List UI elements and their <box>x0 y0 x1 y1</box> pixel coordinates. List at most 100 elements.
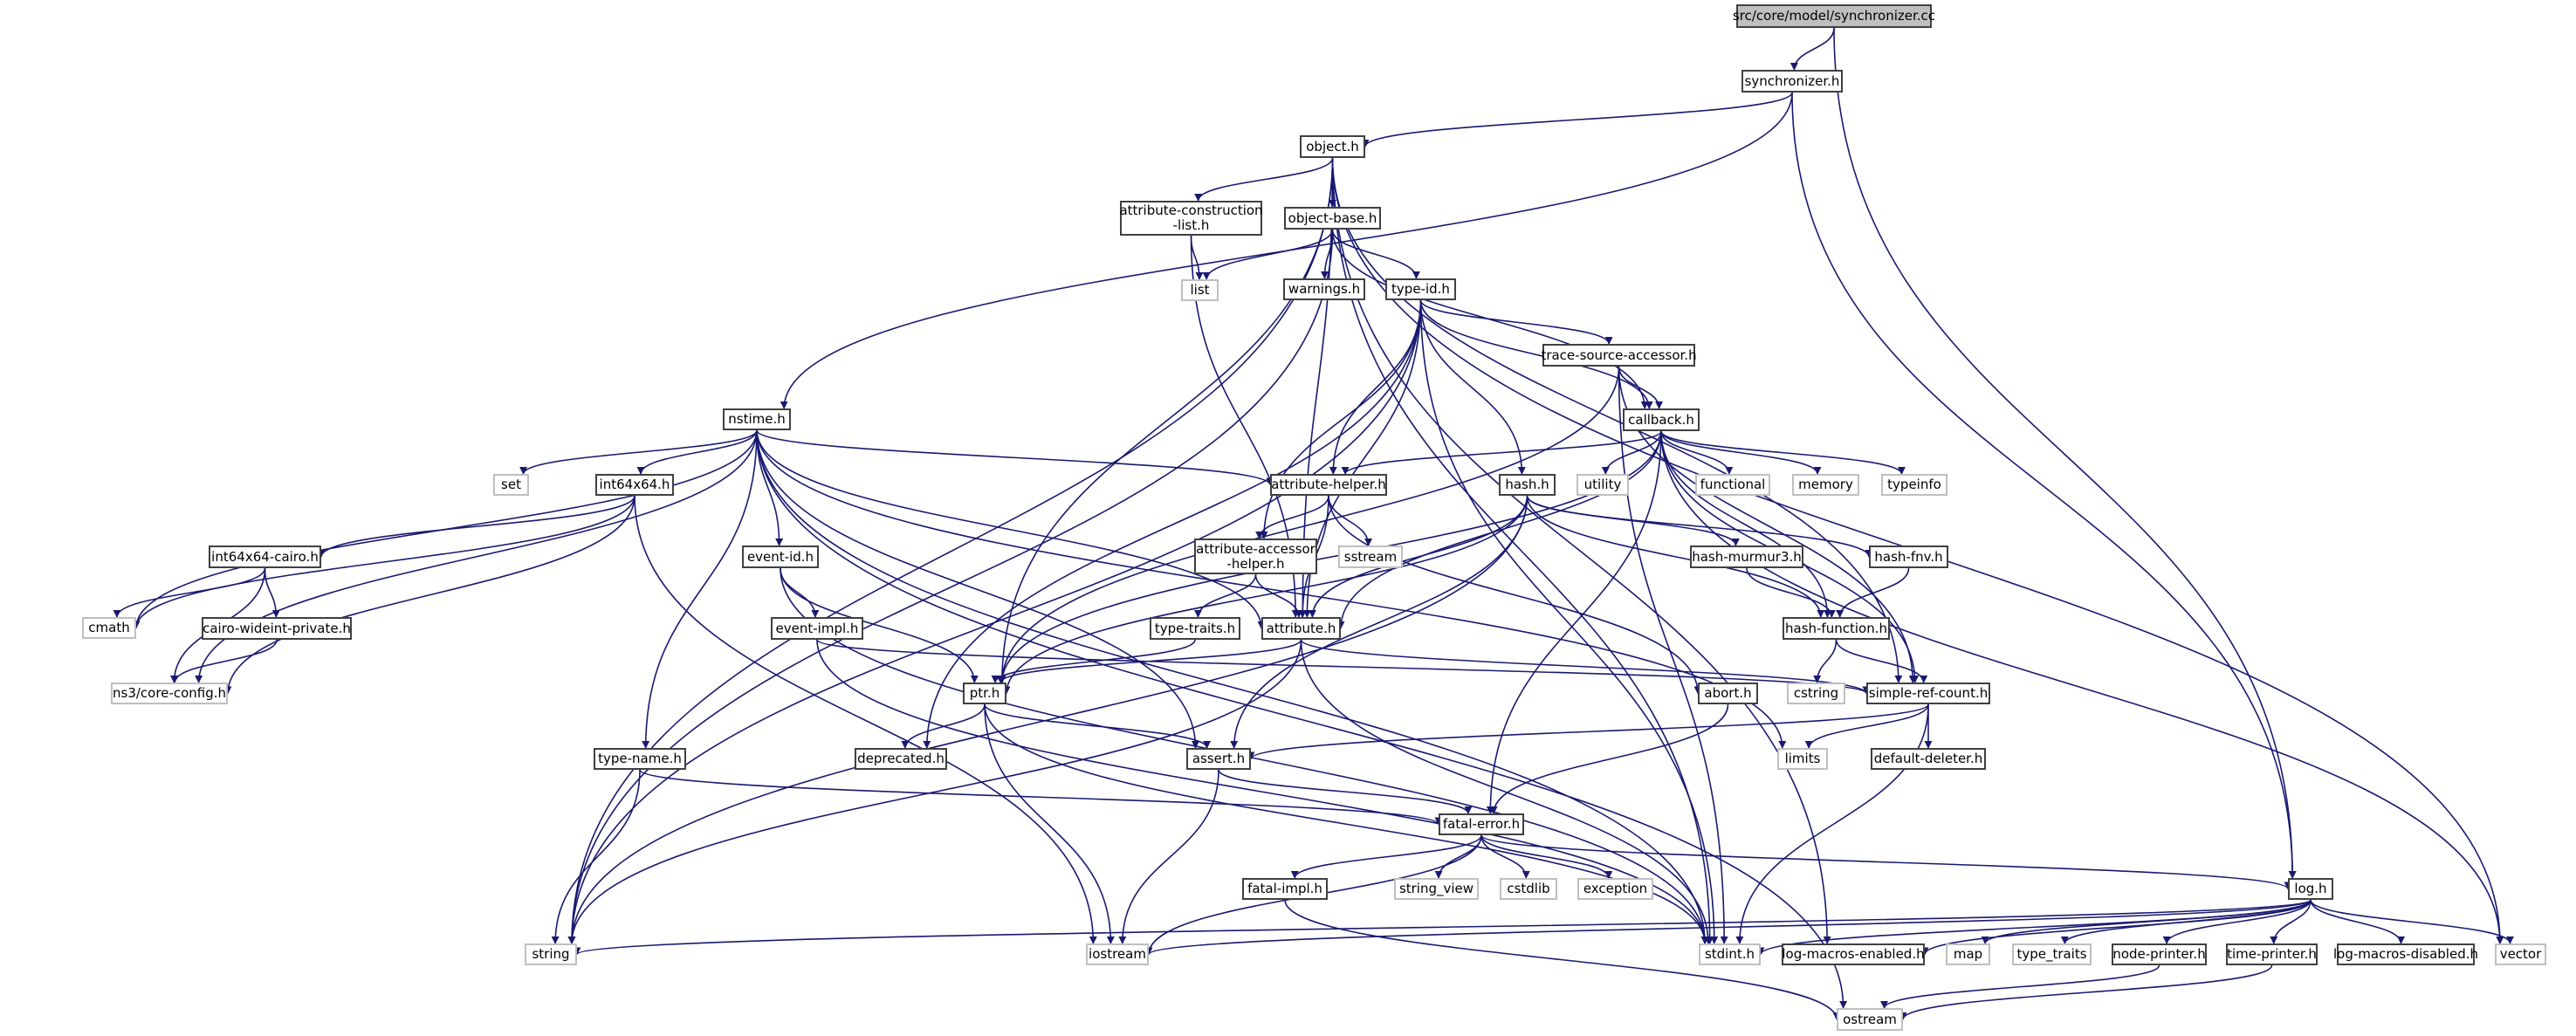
edge-abort-h-to-fatal-error-h <box>1489 703 1729 814</box>
edge-time-printer-h-to-ostream <box>1899 964 2273 1020</box>
node-utility[interactable]: utility <box>1577 474 1629 496</box>
node-iostream[interactable]: iostream <box>1086 943 1149 965</box>
node-int64x64-h[interactable]: int64x64.h <box>595 474 674 496</box>
node-ptr-h[interactable]: ptr.h <box>963 683 1006 704</box>
edge-type-id-h-to-attribute-h <box>1302 299 1422 618</box>
edge-fatal-error-h-to-log-h <box>1480 834 2292 890</box>
node-event-impl-h[interactable]: event-impl.h <box>771 617 863 640</box>
node-ns3-core-config-h[interactable]: ns3/core-config.h <box>111 683 228 704</box>
edge-log-h-to-time-printer-h <box>2270 899 2312 944</box>
edge-simple-ref-count-h-to-assert-h <box>1247 703 1929 760</box>
node-cstdlib[interactable]: cstdlib <box>1500 878 1557 900</box>
edge-nstime-h-to-type-name-h <box>642 429 758 749</box>
node-time-printer-h[interactable]: time-printer.h <box>2226 943 2318 965</box>
node-abort-h[interactable]: abort.h <box>1698 683 1758 704</box>
edge-log-h-to-node-printer-h <box>2162 899 2312 944</box>
node-cairo-wideint-private-h[interactable]: cairo-wideint-private.h <box>202 617 352 640</box>
node-attribute-construction-list-h[interactable]: attribute-construction -list.h <box>1119 201 1263 236</box>
node-default-deleter-h[interactable]: default-deleter.h <box>1871 748 1986 770</box>
edge-object-base-h-to-type-id-h <box>1331 229 1420 279</box>
edge-assert-h-to-fatal-error-h <box>1218 769 1473 814</box>
edge-int64x64-cairo-h-to-cmath <box>113 567 266 618</box>
node-deprecated-h[interactable]: deprecated.h <box>855 748 947 770</box>
node-ostream[interactable]: ostream <box>1837 1008 1903 1031</box>
node-assert-h[interactable]: assert.h <box>1186 748 1251 770</box>
edge-nstime-h-to-attribute-helper-h <box>756 429 1274 486</box>
edge-int64x64-h-to-cmath <box>132 495 635 629</box>
edge-hash-h-to-hash-fnv-h <box>1526 495 1873 558</box>
node-event-id-h[interactable]: event-id.h <box>742 545 819 568</box>
node-functional[interactable]: functional <box>1695 474 1770 496</box>
node-type-traits[interactable]: type_traits <box>2012 943 2092 965</box>
node-vector[interactable]: vector <box>2495 943 2546 965</box>
edge-type-id-h-to-string <box>567 299 1422 944</box>
edge-log-h-to-type-traits <box>2060 899 2312 944</box>
edge-attribute-accessor-helper-h-to-attribute-h <box>1254 573 1303 618</box>
edge-type-id-h-to-stdint-h <box>1419 299 1719 944</box>
node-hash-function-h[interactable]: hash-function.h <box>1783 617 1890 640</box>
edge-ptr-h-to-assert-h <box>984 703 1212 749</box>
edge-hash-function-h-to-simple-ref-count-h <box>1835 639 1928 683</box>
node-string[interactable]: string <box>525 943 577 965</box>
edge-callback-h-to-memory <box>1660 430 1822 475</box>
edge-trace-source-accessor-h-to-stdint-h <box>1618 366 1728 944</box>
node-simple-ref-count-h[interactable]: simple-ref-count.h <box>1866 683 1990 704</box>
node-node-printer-h[interactable]: node-printer.h <box>2112 943 2207 965</box>
node-fatal-error-h[interactable]: fatal-error.h <box>1439 813 1524 835</box>
edge-object-base-h-to-string <box>567 229 1334 944</box>
node-attribute-helper-h[interactable]: attribute-helper.h <box>1270 474 1387 496</box>
node-typeinfo[interactable]: typeinfo <box>1881 474 1947 496</box>
node-int64x64-cairo-h[interactable]: int64x64-cairo.h <box>209 545 321 568</box>
node-hash-fnv-h[interactable]: hash-fnv.h <box>1869 545 1948 568</box>
node-callback-h[interactable]: callback.h <box>1623 408 1700 431</box>
node-log-macros-enabled-h[interactable]: log-macros-enabled.h <box>1782 943 1925 965</box>
edge-simple-ref-count-h-to-stdint-h <box>1735 703 1929 944</box>
node-object-h[interactable]: object.h <box>1300 135 1365 158</box>
node-log-macros-disabled-h[interactable]: log-macros-disabled.h <box>2333 943 2478 965</box>
edge-attribute-helper-h-to-attribute-accessor-helper-h <box>1255 495 1329 539</box>
node-hash-h[interactable]: hash.h <box>1499 474 1556 496</box>
node-attribute-h[interactable]: attribute.h <box>1261 617 1341 640</box>
node-string-view[interactable]: string_view <box>1394 878 1479 900</box>
edge-type-traits-h-to-ptr-h <box>991 639 1196 683</box>
edge-ptr-h-to-stdint-h <box>984 703 1709 944</box>
edge-type-id-h-to-attribute-accessor-helper-h <box>1260 299 1422 539</box>
node-object-base-h[interactable]: object-base.h <box>1284 207 1381 230</box>
edge-nstime-h-to-ostream <box>756 429 1848 1009</box>
edge-int64x64-cairo-h-to-cairo-wideint-private-h <box>264 567 280 618</box>
node-fatal-impl-h[interactable]: fatal-impl.h <box>1242 878 1328 900</box>
node-nstime-h[interactable]: nstime.h <box>723 408 791 430</box>
node-memory[interactable]: memory <box>1792 474 1859 496</box>
edge-ptr-h-to-deprecated-h <box>901 703 986 749</box>
edge-hash-h-to-attribute-h <box>1308 495 1528 618</box>
node-stdint-h[interactable]: stdint.h <box>1699 943 1761 965</box>
edge-hash-h-to-hash-function-h <box>1526 495 1825 618</box>
node-set[interactable]: set <box>493 474 529 496</box>
node-cmath[interactable]: cmath <box>82 617 136 639</box>
node-warnings-h[interactable]: warnings.h <box>1283 278 1365 300</box>
node-type-traits-h[interactable]: type-traits.h <box>1150 617 1240 640</box>
node-trace-source-accessor-h[interactable]: trace-source-accessor.h <box>1541 344 1697 367</box>
node-synchronizer-h[interactable]: synchronizer.h <box>1741 70 1843 93</box>
edge-object-base-h-to-list <box>1202 229 1334 280</box>
node-type-id-h[interactable]: type-id.h <box>1385 278 1456 300</box>
node-map[interactable]: map <box>1946 943 1990 965</box>
edge-nstime-h-to-event-id-h <box>756 429 784 546</box>
edge-int64x64-h-to-int64x64-cairo-h <box>317 495 635 558</box>
node-type-name-h[interactable]: type-name.h <box>594 748 686 770</box>
node-root: src/core/model/synchronizer.cc <box>1733 4 1935 28</box>
node-exception[interactable]: exception <box>1577 878 1653 900</box>
node-attribute-accessor-helper-h[interactable]: attribute-accessor -helper.h <box>1194 539 1317 574</box>
edge-nstime-h-to-int64x64-h <box>636 429 758 475</box>
node-hash-murmur3-h[interactable]: hash-murmur3.h <box>1690 545 1803 568</box>
edge-trace-source-accessor-h-to-callback-h <box>1618 366 1664 409</box>
edge-root-to-synchronizer-h <box>1789 27 1835 71</box>
edge-log-h-to-map <box>1981 899 2312 944</box>
node-cstring[interactable]: cstring <box>1787 683 1845 704</box>
node-limits[interactable]: limits <box>1777 748 1828 770</box>
node-log-h[interactable]: log.h <box>2288 878 2333 900</box>
node-sstream[interactable]: sstream <box>1338 545 1403 568</box>
edge-callback-h-to-vector <box>1660 430 2504 944</box>
node-list[interactable]: list <box>1181 279 1219 301</box>
edge-callback-h-to-functional <box>1660 430 1734 475</box>
